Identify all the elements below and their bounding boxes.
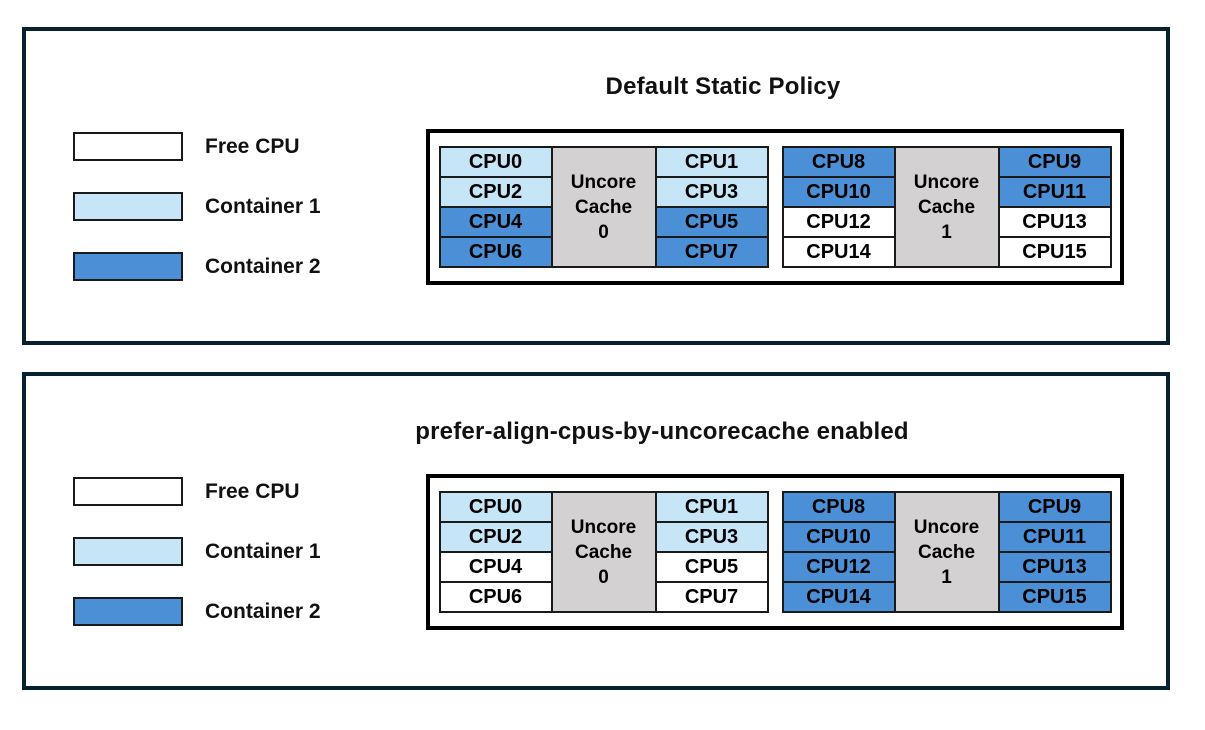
uncore-cache-block: Uncore Cache 1 <box>893 491 1000 613</box>
cpu-cell: CPU5 <box>654 551 769 583</box>
cpu-column-right: CPU1 CPU3 CPU5 CPU7 <box>654 491 769 613</box>
cpu-cell: CPU7 <box>654 236 769 268</box>
cpu-cell: CPU10 <box>781 521 896 553</box>
cpu-cell: CPU11 <box>997 176 1112 208</box>
legend-swatch-container-1 <box>73 537 183 566</box>
cpu-cell: CPU0 <box>438 146 553 178</box>
legend-item: Free CPU <box>73 132 321 161</box>
cpu-cell: CPU13 <box>997 206 1112 238</box>
cpu-cell: CPU3 <box>654 176 769 208</box>
cpu-cell: CPU2 <box>438 176 553 208</box>
uncore-group-1: CPU8 CPU10 CPU12 CPU14 Uncore Cache 1 CP… <box>781 146 1112 268</box>
legend-item: Container 1 <box>73 537 321 566</box>
cpu-cell: CPU9 <box>997 491 1112 523</box>
cpu-cell: CPU13 <box>997 551 1112 583</box>
uncore-group-0: CPU0 CPU2 CPU4 CPU6 Uncore Cache 0 CPU1 … <box>438 491 769 613</box>
legend-label: Container 1 <box>205 539 321 563</box>
legend-swatch-container-1 <box>73 192 183 221</box>
panel-title: Default Static Policy <box>605 73 841 100</box>
cpu-cell: CPU15 <box>997 236 1112 268</box>
cpu-cell: CPU6 <box>438 236 553 268</box>
cpu-cell: CPU1 <box>654 491 769 523</box>
cpu-cell: CPU9 <box>997 146 1112 178</box>
policy-panel-uncorecache-enabled: prefer-align-cpus-by-uncorecache enabled… <box>22 372 1170 690</box>
legend-label: Container 1 <box>205 194 321 218</box>
legend-swatch-container-2 <box>73 597 183 626</box>
legend: Free CPU Container 1 Container 2 <box>73 477 321 657</box>
legend-label: Free CPU <box>205 134 300 158</box>
cpu-column-right: CPU9 CPU11 CPU13 CPU15 <box>997 491 1112 613</box>
cpu-cell: CPU0 <box>438 491 553 523</box>
cpu-cell: CPU14 <box>781 236 896 268</box>
cpu-topology-diagram: CPU0 CPU2 CPU4 CPU6 Uncore Cache 0 CPU1 … <box>426 129 1124 285</box>
cpu-cell: CPU4 <box>438 551 553 583</box>
cpu-column-left: CPU0 CPU2 CPU4 CPU6 <box>438 491 553 613</box>
cpu-cell: CPU15 <box>997 581 1112 613</box>
legend-item: Container 2 <box>73 252 321 281</box>
cpu-cell: CPU5 <box>654 206 769 238</box>
cpu-topology-diagram: CPU0 CPU2 CPU4 CPU6 Uncore Cache 0 CPU1 … <box>426 474 1124 630</box>
cpu-cell: CPU8 <box>781 146 896 178</box>
cpu-column-left: CPU0 CPU2 CPU4 CPU6 <box>438 146 553 268</box>
cpu-column-right: CPU1 CPU3 CPU5 CPU7 <box>654 146 769 268</box>
cpu-cell: CPU1 <box>654 146 769 178</box>
panel-title: prefer-align-cpus-by-uncorecache enabled <box>415 418 909 445</box>
cpu-cell: CPU6 <box>438 581 553 613</box>
legend-swatch-free-cpu <box>73 477 183 506</box>
uncore-group-0: CPU0 CPU2 CPU4 CPU6 Uncore Cache 0 CPU1 … <box>438 146 769 268</box>
legend-item: Container 2 <box>73 597 321 626</box>
cpu-cell: CPU4 <box>438 206 553 238</box>
uncore-cache-block: Uncore Cache 0 <box>550 491 657 613</box>
legend-label: Container 2 <box>205 599 321 623</box>
cpu-cell: CPU7 <box>654 581 769 613</box>
uncore-cache-block: Uncore Cache 0 <box>550 146 657 268</box>
cpu-column-right: CPU9 CPU11 CPU13 CPU15 <box>997 146 1112 268</box>
legend-label: Container 2 <box>205 254 321 278</box>
cpu-cell: CPU2 <box>438 521 553 553</box>
cpu-cell: CPU10 <box>781 176 896 208</box>
cpu-cell: CPU11 <box>997 521 1112 553</box>
legend-swatch-container-2 <box>73 252 183 281</box>
cpu-column-left: CPU8 CPU10 CPU12 CPU14 <box>781 146 896 268</box>
cpu-cell: CPU12 <box>781 206 896 238</box>
legend-label: Free CPU <box>205 479 300 503</box>
legend-item: Container 1 <box>73 192 321 221</box>
legend-swatch-free-cpu <box>73 132 183 161</box>
cpu-cell: CPU14 <box>781 581 896 613</box>
uncore-group-1: CPU8 CPU10 CPU12 CPU14 Uncore Cache 1 CP… <box>781 491 1112 613</box>
legend: Free CPU Container 1 Container 2 <box>73 132 321 312</box>
uncore-cache-block: Uncore Cache 1 <box>893 146 1000 268</box>
cpu-column-left: CPU8 CPU10 CPU12 CPU14 <box>781 491 896 613</box>
cpu-cell: CPU8 <box>781 491 896 523</box>
cpu-cell: CPU3 <box>654 521 769 553</box>
cpu-cell: CPU12 <box>781 551 896 583</box>
legend-item: Free CPU <box>73 477 321 506</box>
policy-panel-default-static: Default Static Policy Free CPU Container… <box>22 27 1170 345</box>
